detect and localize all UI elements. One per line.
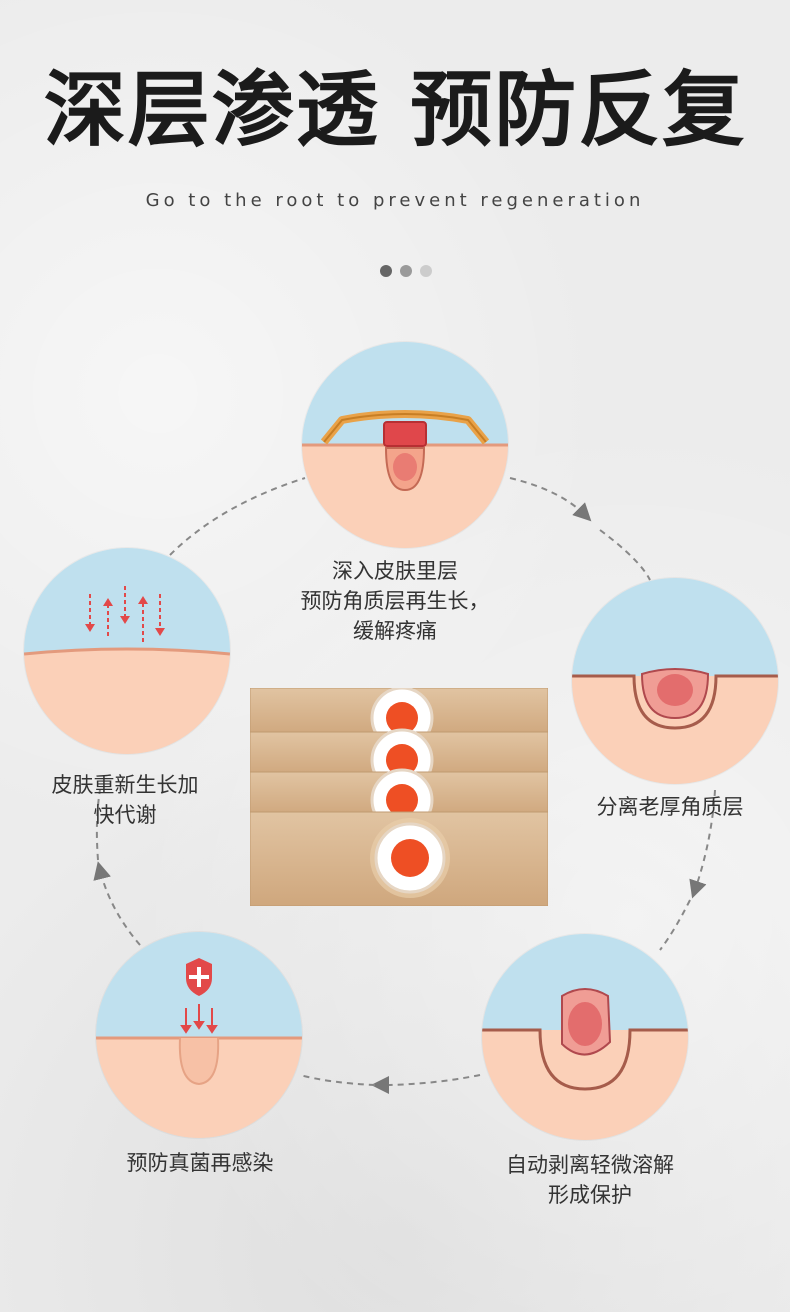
pager-dot-1[interactable] [380, 265, 392, 277]
step-right-illustration [572, 578, 778, 784]
step-top-label: 深入皮肤里层 预防角质层再生长， 缓解疼痛 [300, 559, 490, 643]
pagination-dots [380, 265, 432, 277]
step-right-label: 分离老厚角质层 [596, 795, 744, 819]
page-title: 深层渗透 预防反复 [43, 63, 747, 158]
patch-strip-4 [250, 811, 548, 906]
step-left-illustration [24, 548, 230, 754]
product-patches-image [250, 688, 548, 906]
step-top-illustration [302, 342, 508, 548]
pager-dot-2[interactable] [400, 265, 412, 277]
patch-strip-1 [250, 688, 548, 750]
step-bottom-left-label: 预防真菌再感染 [126, 1151, 274, 1175]
pager-dot-3[interactable] [420, 265, 432, 277]
step-bottom-left-illustration [96, 932, 302, 1138]
step-bottom-right-label: 自动剥离轻微溶解 形成保护 [506, 1153, 674, 1207]
step-left-label: 皮肤重新生长加 快代谢 [51, 773, 199, 827]
page-subtitle: Go to the root to prevent regeneration [145, 190, 645, 211]
step-bottom-right-illustration [482, 934, 688, 1140]
